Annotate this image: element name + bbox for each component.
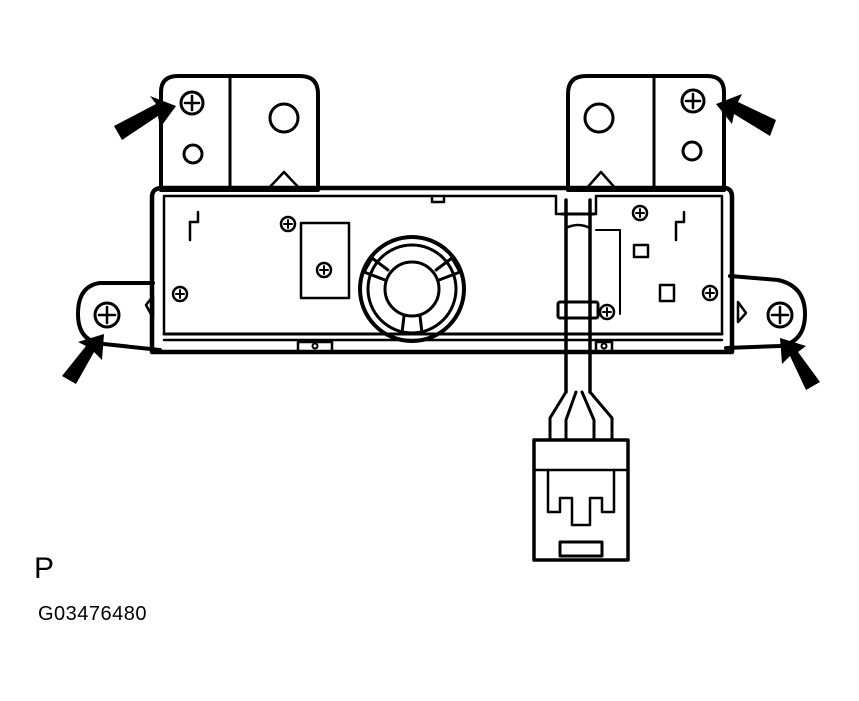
callout-arrow-lower-right: [780, 338, 820, 390]
callout-arrow-upper-left: [114, 96, 176, 140]
main-housing: [149, 185, 735, 355]
mounting-screw-right-tab: [766, 301, 794, 329]
figure-id: G03476480: [38, 603, 148, 625]
mounting-screw-left-tab: [93, 301, 121, 329]
harness-connector: [532, 438, 630, 562]
board-screw: [171, 204, 719, 321]
mounting-screw-upper-right: [680, 88, 706, 114]
wire-harness: [548, 198, 614, 442]
callout-arrow-lower-left: [62, 334, 104, 384]
center-knob: [358, 235, 466, 343]
bracket-upper-right: [566, 74, 726, 192]
callout-arrow-upper-right: [716, 94, 776, 136]
mounting-screw-upper-left: [179, 90, 205, 116]
bracket-upper-left: [159, 74, 320, 192]
view-label: P: [34, 552, 55, 585]
